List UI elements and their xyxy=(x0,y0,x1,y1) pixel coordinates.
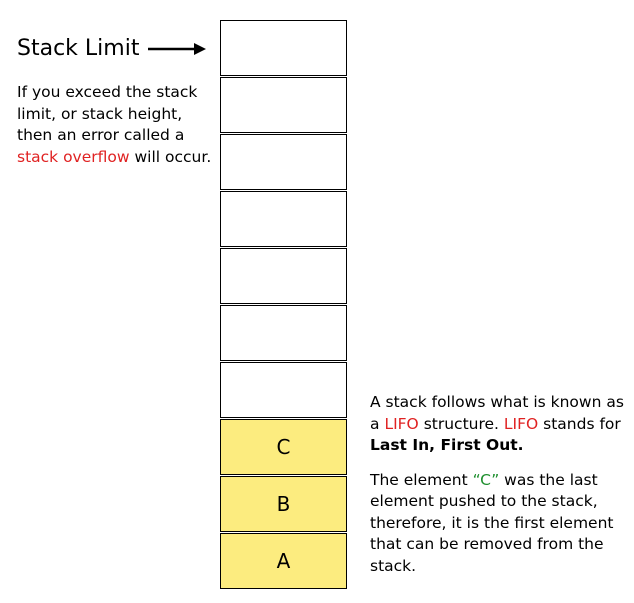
stack-limit-arrow-icon xyxy=(148,43,206,55)
lifo-text-2: structure. xyxy=(418,414,504,433)
stack-cell-8 xyxy=(220,134,347,190)
lifo-term: LIFO xyxy=(384,414,419,433)
stack-overflow-term: stack overflow xyxy=(17,147,130,166)
stack-cell-a: A xyxy=(220,533,347,589)
stack-diagram: C B A xyxy=(220,20,347,589)
stack-cell-5 xyxy=(220,305,347,361)
lifo-note: A stack follows what is known as a LIFO … xyxy=(370,392,628,590)
lifo-paragraph: A stack follows what is known as a LIFO … xyxy=(370,392,628,457)
last-element-text-1: The element xyxy=(370,470,473,489)
stack-cell-6 xyxy=(220,248,347,304)
lifo-definition: Last In, First Out. xyxy=(370,436,524,454)
stack-cell-c: C xyxy=(220,419,347,475)
last-element-paragraph: The element “C” was the last element pus… xyxy=(370,470,628,578)
lifo-term-2: LIFO xyxy=(503,414,539,433)
stack-cell-b: B xyxy=(220,476,347,532)
stack-limit-label: Stack Limit xyxy=(17,36,140,61)
overflow-note-text-end: will occur. xyxy=(129,147,212,166)
stack-cell-9 xyxy=(220,77,347,133)
overflow-note-text-start: If you exceed the stack limit, or stack … xyxy=(17,83,198,144)
stack-cell-10 xyxy=(220,20,347,76)
stack-cell-4 xyxy=(220,362,347,418)
stack-cell-7 xyxy=(220,191,347,247)
element-c-term: “C” xyxy=(472,470,500,489)
lifo-text-3: stands for xyxy=(538,414,621,433)
lifo-text-1: A stack follows what is known as a xyxy=(370,393,624,433)
stack-overflow-note: If you exceed the stack limit, or stack … xyxy=(17,82,212,168)
last-element-text-2: was the last element pushed to the stack… xyxy=(370,470,614,575)
